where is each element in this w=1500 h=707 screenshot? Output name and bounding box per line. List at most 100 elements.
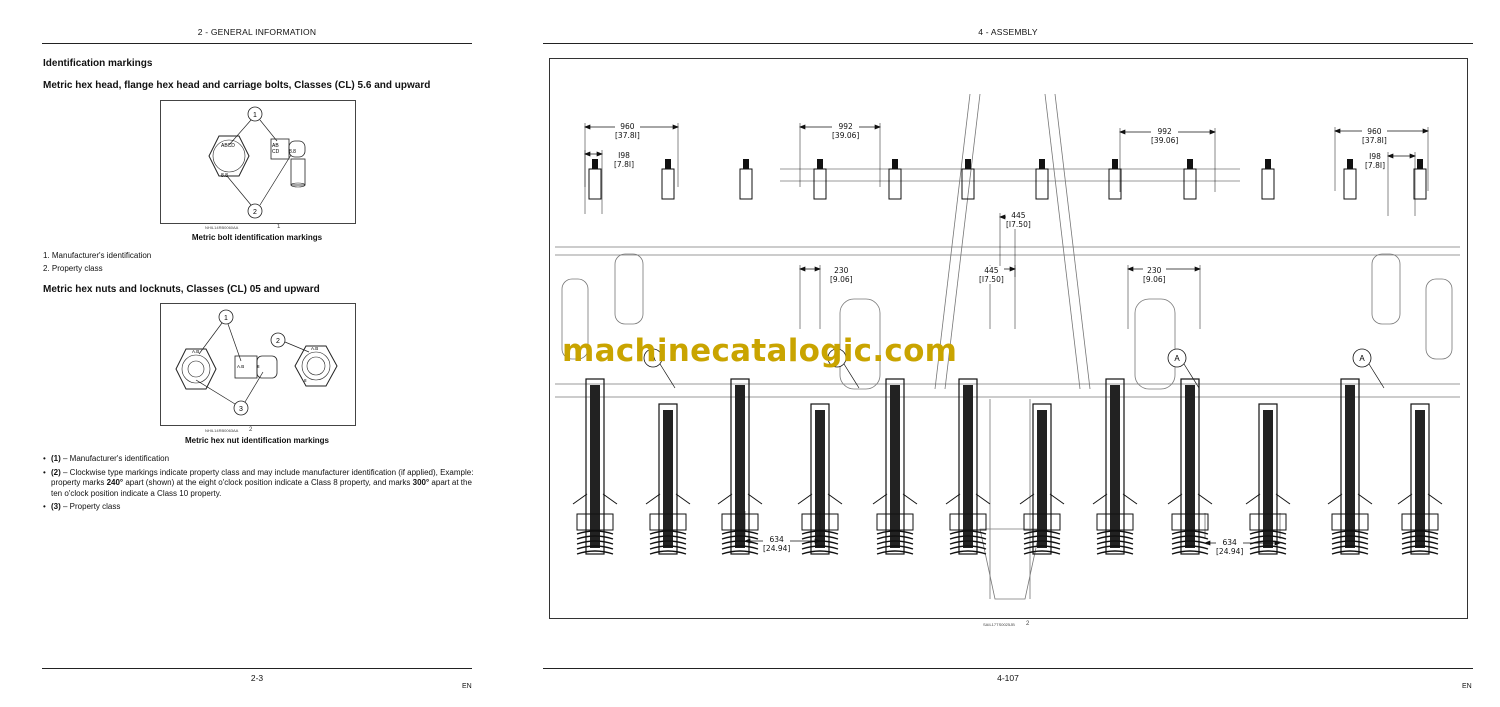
rear-row-unit: [572, 378, 618, 555]
nut-figure-frame: A.B A.B 8 A.B 8 1 2 3: [160, 303, 356, 426]
dimension-label: I98[7.8I]: [614, 151, 634, 169]
left-lang-tag: EN: [462, 683, 472, 690]
dimension-line: [799, 265, 821, 329]
dimension-label: I98[7.8I]: [1365, 152, 1385, 170]
figure2-caption: Metric hex nut identification markings: [184, 436, 330, 445]
svg-text:8.8: 8.8: [221, 173, 228, 179]
row-head-assembly: [1108, 159, 1122, 200]
dimension-metric-value: 992: [1157, 127, 1172, 136]
dimension-label: 445[I7.50]: [979, 266, 1004, 284]
figure1-number: 1: [277, 224, 281, 230]
rear-row-unit: [1092, 378, 1138, 555]
right-lang-tag: EN: [1462, 683, 1472, 690]
svg-text:CD: CD: [272, 149, 280, 155]
bolt-figure-frame: ABCD 8.8 AB CD 8.8 1 2: [160, 100, 356, 224]
bolt-identification-drawing: ABCD 8.8 AB CD 8.8 1 2: [208, 106, 306, 219]
front-row-unit: [645, 403, 691, 555]
svg-text:A: A: [1174, 354, 1180, 363]
svg-text:A.B: A.B: [192, 349, 199, 354]
list-item: (2) – Clockwise type markings indicate p…: [43, 468, 483, 500]
row-head-assembly: [961, 159, 975, 200]
svg-text:1: 1: [253, 112, 257, 119]
svg-text:2: 2: [276, 338, 280, 345]
dimension-metric-value: 445: [1011, 211, 1026, 220]
dimension-inch-value: [9.06]: [830, 275, 853, 284]
rear-row-unit: [945, 378, 991, 555]
row-head-assembly: [588, 159, 602, 200]
dimension-inch-value: [9.06]: [1143, 275, 1166, 284]
dimension-metric-value: I98: [1369, 152, 1381, 161]
nut-identification-drawing: A.B A.B 8 A.B 8 1 2 3: [175, 309, 338, 416]
dimension-metric-value: 445: [984, 266, 999, 275]
front-row-unit: [1019, 403, 1065, 555]
svg-text:A.B: A.B: [237, 364, 244, 369]
dimension-inch-value: [37.8I]: [1362, 136, 1387, 145]
dimension-metric-value: 230: [1147, 266, 1162, 275]
detail-a-callout: A: [827, 348, 860, 389]
dimension-inch-value: [24.94]: [1216, 547, 1244, 556]
svg-text:1: 1: [224, 315, 228, 322]
front-row-unit: [1397, 403, 1443, 555]
list-item: (1) – Manufacturer's identification: [43, 454, 483, 465]
svg-text:8: 8: [304, 378, 307, 383]
row-head-assembly: [1343, 159, 1357, 200]
dimension-inch-value: [39.06]: [832, 131, 860, 140]
dimension-metric-value: 992: [838, 122, 853, 131]
svg-text:A.B: A.B: [311, 346, 318, 351]
svg-text:A: A: [834, 354, 840, 363]
assembly-figure-number: 2: [1026, 621, 1030, 627]
subsection-title-nuts: Metric hex nuts and locknuts, Classes (C…: [43, 284, 320, 295]
dimension-label: 230[9.06]: [1143, 266, 1166, 284]
dimension-label: 960[37.8I]: [615, 122, 640, 140]
svg-text:8.8: 8.8: [289, 149, 296, 155]
list-item: (3) – Property class: [43, 502, 483, 513]
detail-a-callout: A: [1352, 348, 1385, 389]
dimension-inch-value: [I7.50]: [1006, 220, 1031, 229]
svg-text:8: 8: [257, 364, 260, 369]
svg-text:AB: AB: [272, 143, 279, 149]
dimension-label: 960[37.8I]: [1362, 127, 1387, 145]
row-head-assembly: [1183, 159, 1197, 200]
right-page-header: 4 - ASSEMBLY: [978, 27, 1038, 37]
dimension-inch-value: [39.06]: [1151, 136, 1179, 145]
dimension-inch-value: [7.8I]: [614, 160, 634, 169]
left-footer-rule: [42, 668, 472, 669]
left-header-rule: [42, 43, 472, 44]
svg-text:3: 3: [239, 406, 243, 413]
dimension-inch-value: [37.8I]: [615, 131, 640, 140]
dimension-label: 634[24.94]: [763, 535, 791, 553]
rear-row-unit: [1327, 378, 1373, 555]
list-item: 2. Property class: [43, 264, 103, 273]
dimension-metric-value: 960: [1367, 127, 1382, 136]
right-footer-rule: [543, 668, 1473, 669]
svg-text:2: 2: [253, 209, 257, 216]
svg-text:A: A: [650, 354, 656, 363]
row-head-assembly: [739, 159, 753, 200]
dimension-metric-value: 960: [620, 122, 635, 131]
dimension-metric-value: 230: [834, 266, 849, 275]
dimension-metric-value: I98: [618, 151, 630, 160]
rear-row-unit: [1167, 378, 1213, 555]
row-head-assembly: [1035, 159, 1049, 200]
figure1-id: NHIL14RB0060AA: [205, 225, 239, 230]
detail-a-callout: A: [643, 348, 676, 389]
assembly-figure-id: SAIL17TS0025JB: [983, 622, 1015, 627]
detail-a-callout: A: [1167, 348, 1200, 389]
front-row-unit: [797, 403, 843, 555]
dimension-inch-value: [7.8I]: [1365, 161, 1385, 170]
front-row-unit: [1245, 403, 1291, 555]
row-head-assembly: [813, 159, 827, 200]
section-title: Identification markings: [43, 58, 153, 69]
dimension-line: [1387, 152, 1416, 216]
dimension-line: [584, 150, 603, 214]
dimension-metric-value: 634: [1222, 538, 1237, 547]
right-page-number: 4-107: [997, 673, 1019, 683]
dimension-label: 634[24.94]: [1216, 538, 1244, 556]
bolt-legend-list: 1. Manufacturer's identification 2. Prop…: [43, 249, 151, 275]
right-header-rule: [543, 43, 1473, 44]
rear-row-unit: [717, 378, 763, 555]
svg-text:ABCD: ABCD: [221, 143, 235, 149]
dimension-label: 230[9.06]: [830, 266, 853, 284]
